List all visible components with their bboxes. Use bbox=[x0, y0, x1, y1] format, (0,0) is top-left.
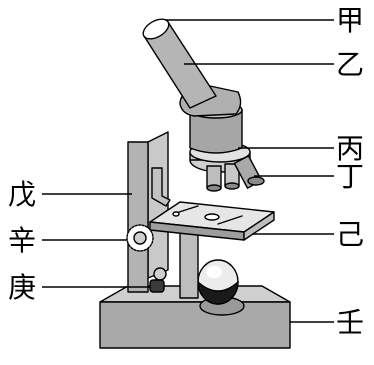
mirror bbox=[198, 260, 244, 315]
label-xin: 辛 bbox=[8, 224, 36, 257]
label-jia: 甲 bbox=[336, 4, 364, 37]
label-geng: 庚 bbox=[8, 271, 36, 304]
label-ding: 丁 bbox=[336, 160, 364, 193]
stage-column bbox=[180, 228, 198, 298]
coarse-focus-knob bbox=[127, 225, 153, 251]
label-ji: 己 bbox=[336, 218, 364, 251]
label-yi: 乙 bbox=[336, 48, 364, 81]
label-wu: 戊 bbox=[8, 178, 36, 211]
label-ren: 壬 bbox=[336, 306, 364, 339]
eyepiece-tube bbox=[140, 15, 216, 108]
